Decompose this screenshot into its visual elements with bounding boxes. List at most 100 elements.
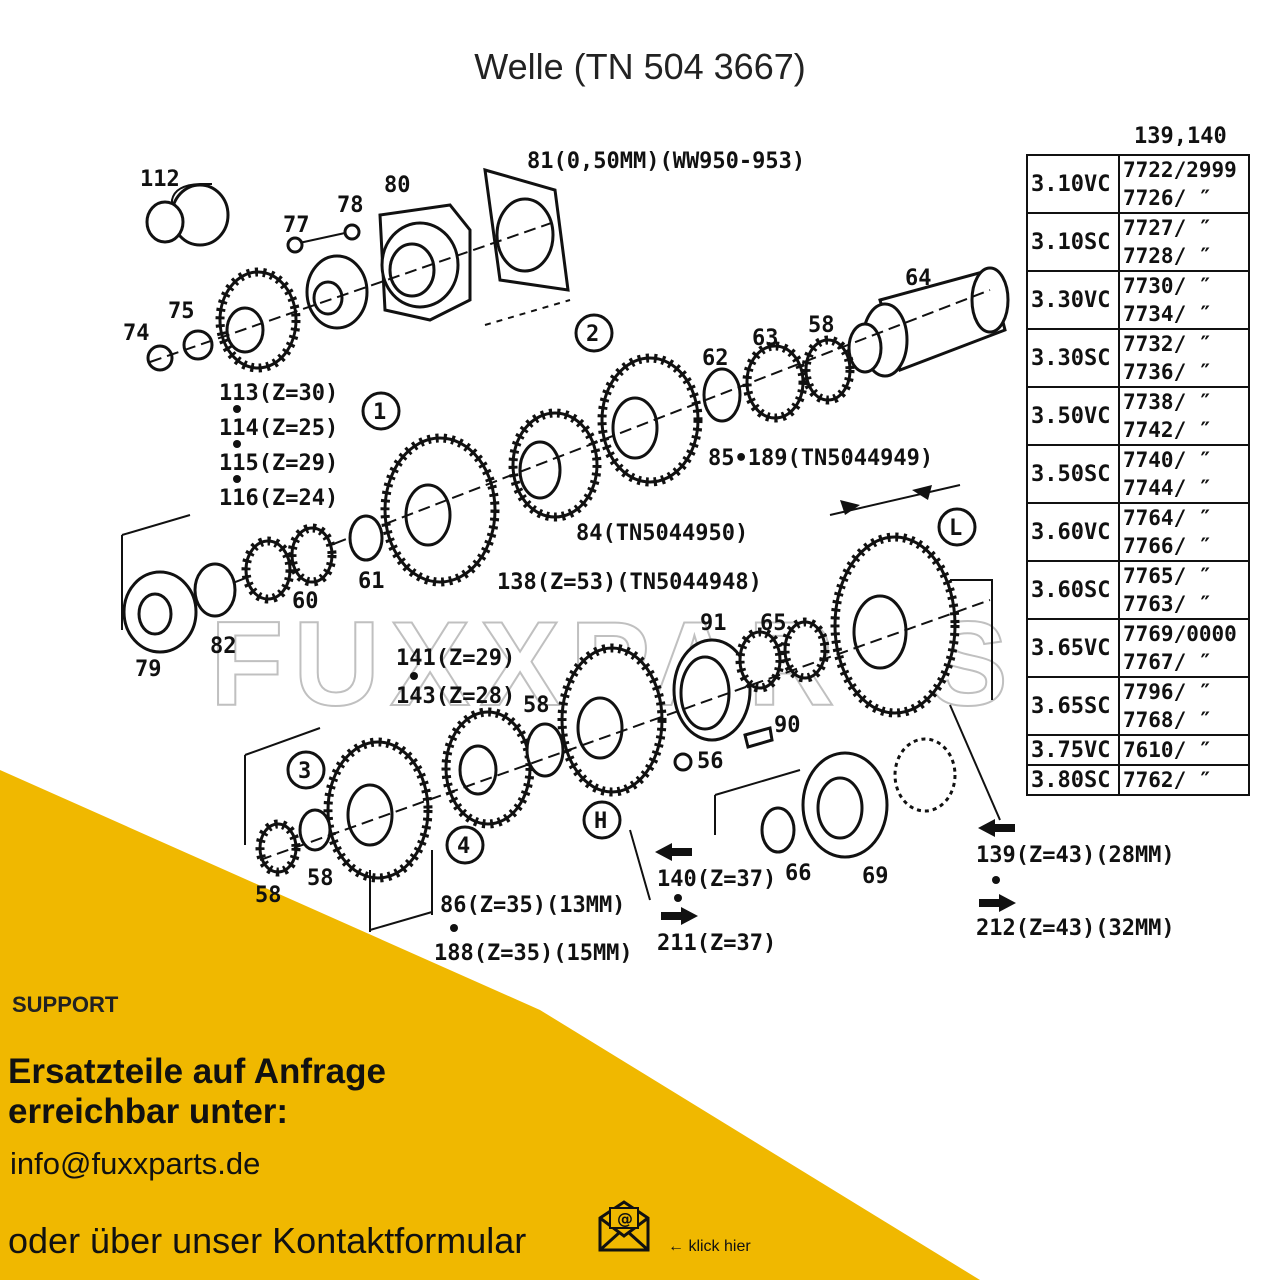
label-part-85: 85•189(TN5044949): [708, 446, 933, 471]
page-title: Welle (TN 504 3667): [474, 46, 806, 87]
label-part-113: 113(Z=30): [219, 381, 338, 406]
label-part-140: 140(Z=37): [657, 867, 776, 892]
part-hub: [305, 254, 369, 330]
support-heading: SUPPORT: [12, 992, 119, 1017]
part-90-pin: [743, 726, 774, 749]
label-part-74: 74: [123, 321, 150, 346]
part-77-bolt: [286, 223, 361, 254]
table-codes-cell: 7796/ ″7768/ ″: [1118, 676, 1250, 736]
label-part-65: 65: [760, 611, 787, 636]
gear-139: [830, 532, 960, 718]
label-part-58-bottom-a: 58: [255, 883, 282, 908]
table-codes-cell: 7732/ ″ 7736/ ″: [1118, 328, 1250, 388]
table-code: 7763/ ″: [1123, 592, 1212, 616]
table-code: 7610/ ″: [1123, 738, 1212, 762]
label-part-114: 114(Z=25): [219, 416, 338, 441]
label-part-115: 115(Z=29): [219, 451, 338, 476]
klick-hier-link[interactable]: ← klick hier: [668, 1238, 751, 1255]
callout-1: 1: [373, 400, 386, 425]
part-62-ring: [702, 367, 742, 423]
table-codes-cell: 7769/0000 7767/ ″: [1118, 618, 1250, 678]
label-part-143: 143(Z=28): [396, 684, 515, 709]
label-part-75: 75: [168, 299, 195, 324]
table-codes-cell: 7610/ ″: [1118, 734, 1250, 766]
part-63-bearing: [742, 341, 808, 423]
callout-H: H: [594, 809, 607, 834]
part-112-sleeve: [145, 183, 230, 247]
part-91-disc: [672, 638, 752, 742]
gear-140: [557, 643, 667, 797]
label-part-90: 90: [774, 713, 801, 738]
table-model-cell: 3.50SC: [1026, 444, 1120, 504]
mail-icon[interactable]: @: [596, 1198, 652, 1254]
callout-circles: [286, 313, 977, 865]
table-code: 7767/ ″: [1123, 650, 1212, 674]
label-part-212: 212(Z=43)(32MM): [976, 916, 1175, 941]
table-code: 7730/ ″: [1123, 274, 1212, 298]
label-part-84: 84(TN5044950): [576, 521, 748, 546]
part-66-ring: [760, 806, 796, 854]
table-code: 7768/ ″: [1123, 708, 1212, 732]
table-code: 7762/ ″: [1123, 768, 1212, 792]
table-code: 7734/ ″: [1123, 302, 1212, 326]
label-part-56: 56: [697, 749, 724, 774]
direction-arrows: [233, 405, 1016, 932]
part-58-ring-mid: [525, 722, 565, 778]
label-part-139: 139(Z=43)(28MM): [976, 843, 1175, 868]
label-part-141: 141(Z=29): [396, 646, 515, 671]
part-82-washer: [193, 562, 237, 618]
table-codes-cell: 7738/ ″7742/ ″: [1118, 386, 1250, 446]
table-model-cell: 3.80SC: [1026, 764, 1120, 796]
label-part-81: 81(0,50MM)(WW950-953): [527, 149, 805, 174]
table-code: 7765/ ″: [1123, 564, 1212, 588]
gear-138: [380, 433, 500, 587]
gear-113: [215, 267, 301, 373]
label-part-78: 78: [337, 193, 364, 218]
part-56-screw: [673, 752, 693, 772]
table-code: 7764/ ″: [1123, 506, 1212, 530]
label-part-79: 79: [135, 657, 162, 682]
table-model-cell: 3.75VC: [1026, 734, 1120, 766]
part-58-bearing-top: [801, 335, 855, 405]
table-code: 7722/2999: [1123, 158, 1237, 182]
table-code: 7728/ ″: [1123, 244, 1212, 268]
label-part-63: 63: [752, 326, 779, 351]
table-model-cell: 3.10VC: [1026, 154, 1120, 214]
table-code: 7726/ ″: [1123, 186, 1212, 210]
label-part-86: 86(Z=35)(13MM): [440, 893, 625, 918]
table-model-cell: 3.30SC: [1026, 328, 1120, 388]
label-part-58-bottom-b: 58: [307, 866, 334, 891]
table-code: 7736/ ″: [1123, 360, 1212, 384]
table-code: 7769/0000: [1123, 622, 1237, 646]
table-codes-cell: 7722/2999 7726/ ″: [1118, 154, 1250, 214]
table-codes-cell: 7765/ ″ 7763/ ″: [1118, 560, 1250, 620]
support-email-link[interactable]: info@fuxxparts.de: [10, 1146, 261, 1181]
label-part-112: 112: [140, 167, 180, 192]
table-model-cell: 3.10SC: [1026, 212, 1120, 272]
table-codes-cell: 7764/ ″7766/ ″: [1118, 502, 1250, 562]
callout-2: 2: [586, 322, 599, 347]
label-part-77: 77: [283, 213, 310, 238]
table-code: 7732/ ″: [1123, 332, 1212, 356]
part-58-rings-bottom: [255, 808, 332, 877]
gear-86: [323, 737, 433, 883]
table-header: 139,140: [1134, 124, 1227, 149]
table-codes-cell: 7727/ ″7728/ ″: [1118, 212, 1250, 272]
table-model-cell: 3.65SC: [1026, 676, 1120, 736]
table-code: 7742/ ″: [1123, 418, 1212, 442]
table-codes-cell: 7762/ ″: [1118, 764, 1250, 796]
label-part-69: 69: [862, 864, 889, 889]
